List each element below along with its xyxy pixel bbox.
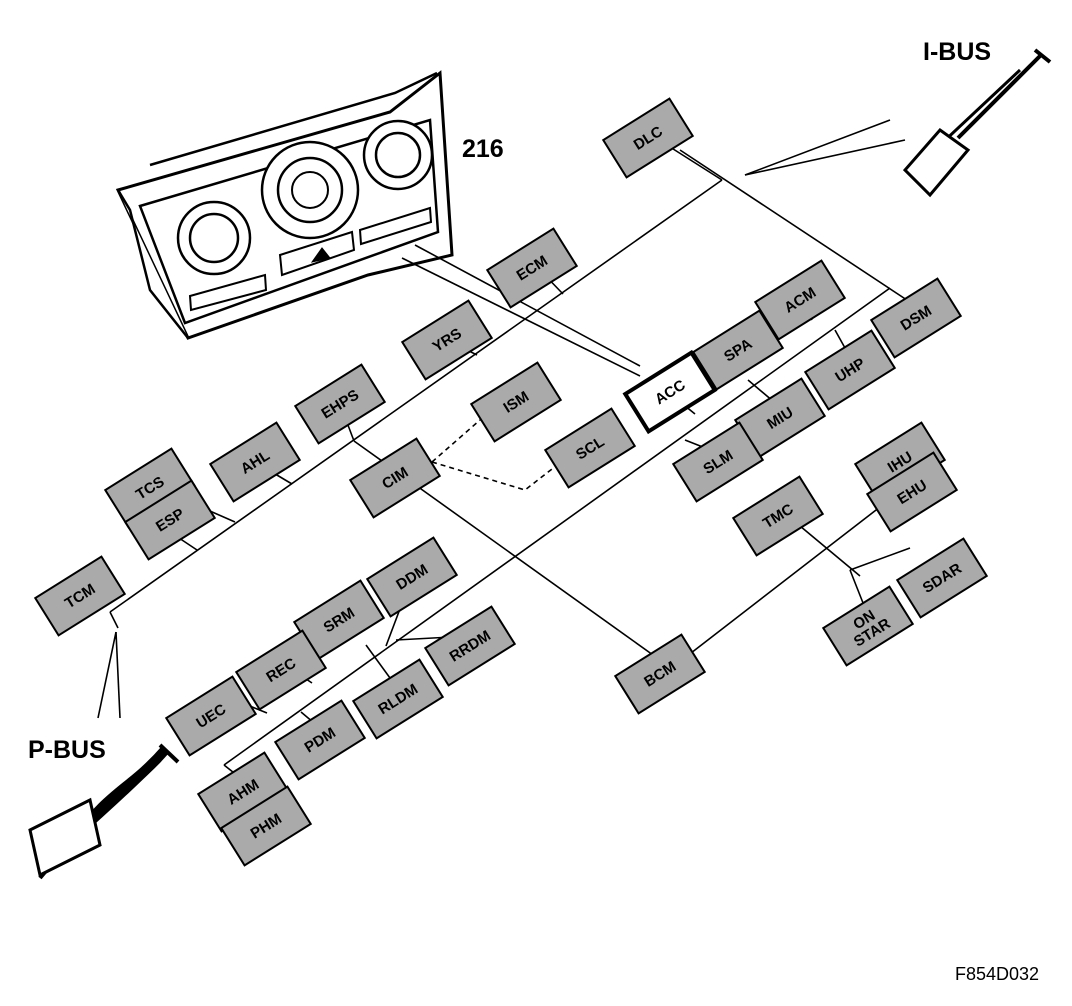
module-ecm: ECM bbox=[485, 227, 579, 309]
module-tmc: TMC bbox=[731, 475, 825, 557]
module-box bbox=[803, 329, 897, 411]
module-box bbox=[234, 629, 328, 711]
module-cim: CIM bbox=[348, 437, 442, 519]
module-onstar: ONSTAR bbox=[821, 585, 915, 667]
module-box bbox=[753, 259, 847, 341]
module-tcm: TCM bbox=[33, 555, 127, 637]
module-pdm: PDM bbox=[273, 699, 367, 781]
module-box bbox=[123, 479, 217, 561]
module-ehps: EHPS bbox=[293, 363, 387, 445]
module-rrdm: RRDM bbox=[423, 605, 517, 687]
module-ism: ISM bbox=[469, 361, 563, 443]
module-box bbox=[543, 407, 637, 489]
module-box bbox=[731, 475, 825, 557]
module-rec: REC bbox=[234, 629, 328, 711]
ibus-label: I-BUS bbox=[923, 38, 991, 66]
module-uec: UEC bbox=[164, 675, 258, 757]
module-ahl: AHL bbox=[208, 421, 302, 503]
climate-control-panel bbox=[115, 70, 454, 340]
module-box bbox=[869, 277, 963, 359]
module-box bbox=[351, 658, 445, 740]
module-box bbox=[691, 309, 785, 391]
module-ehu: EHU bbox=[865, 451, 959, 533]
module-box bbox=[348, 437, 442, 519]
module-box bbox=[895, 537, 989, 619]
module-uhp: UHP bbox=[803, 329, 897, 411]
module-box bbox=[208, 421, 302, 503]
module-scl: SCL bbox=[543, 407, 637, 489]
module-box bbox=[613, 633, 707, 715]
module-dsm: DSM bbox=[869, 277, 963, 359]
module-box bbox=[469, 361, 563, 443]
module-box bbox=[485, 227, 579, 309]
ibus-connector bbox=[744, 48, 1052, 198]
module-yrs: YRS bbox=[400, 299, 494, 381]
pbus-label: P-BUS bbox=[28, 736, 106, 764]
module-box bbox=[671, 421, 765, 503]
module-box bbox=[273, 699, 367, 781]
module-box bbox=[423, 605, 517, 687]
module-acc: ACC bbox=[622, 349, 718, 435]
module-esp: ESP bbox=[123, 479, 217, 561]
module-box bbox=[601, 97, 695, 179]
part-number-label: 216 bbox=[462, 135, 504, 163]
module-acm: ACM bbox=[753, 259, 847, 341]
figure-id: F854D032 bbox=[955, 964, 1039, 984]
module-ddm: DDM bbox=[365, 536, 459, 618]
module-rldm: RLDM bbox=[351, 658, 445, 740]
module-box bbox=[865, 451, 959, 533]
module-box bbox=[33, 555, 127, 637]
module-box bbox=[365, 536, 459, 618]
module-sdar: SDAR bbox=[895, 537, 989, 619]
module-box bbox=[821, 585, 915, 667]
module-box bbox=[219, 785, 313, 867]
module-dlc: DLC bbox=[601, 97, 695, 179]
module-box bbox=[164, 675, 258, 757]
pbus-connector bbox=[28, 631, 180, 880]
module-label: ONSTAR bbox=[843, 602, 894, 650]
module-box bbox=[400, 299, 494, 381]
module-box bbox=[622, 349, 718, 435]
module-boxes: DLCECMYRSEHPSAHLTCSESPTCMISMCIMSCLACCSPA… bbox=[33, 97, 989, 867]
module-spa: SPA bbox=[691, 309, 785, 391]
module-box bbox=[293, 363, 387, 445]
module-phm: PHM bbox=[219, 785, 313, 867]
module-slm: SLM bbox=[671, 421, 765, 503]
module-bcm: BCM bbox=[613, 633, 707, 715]
